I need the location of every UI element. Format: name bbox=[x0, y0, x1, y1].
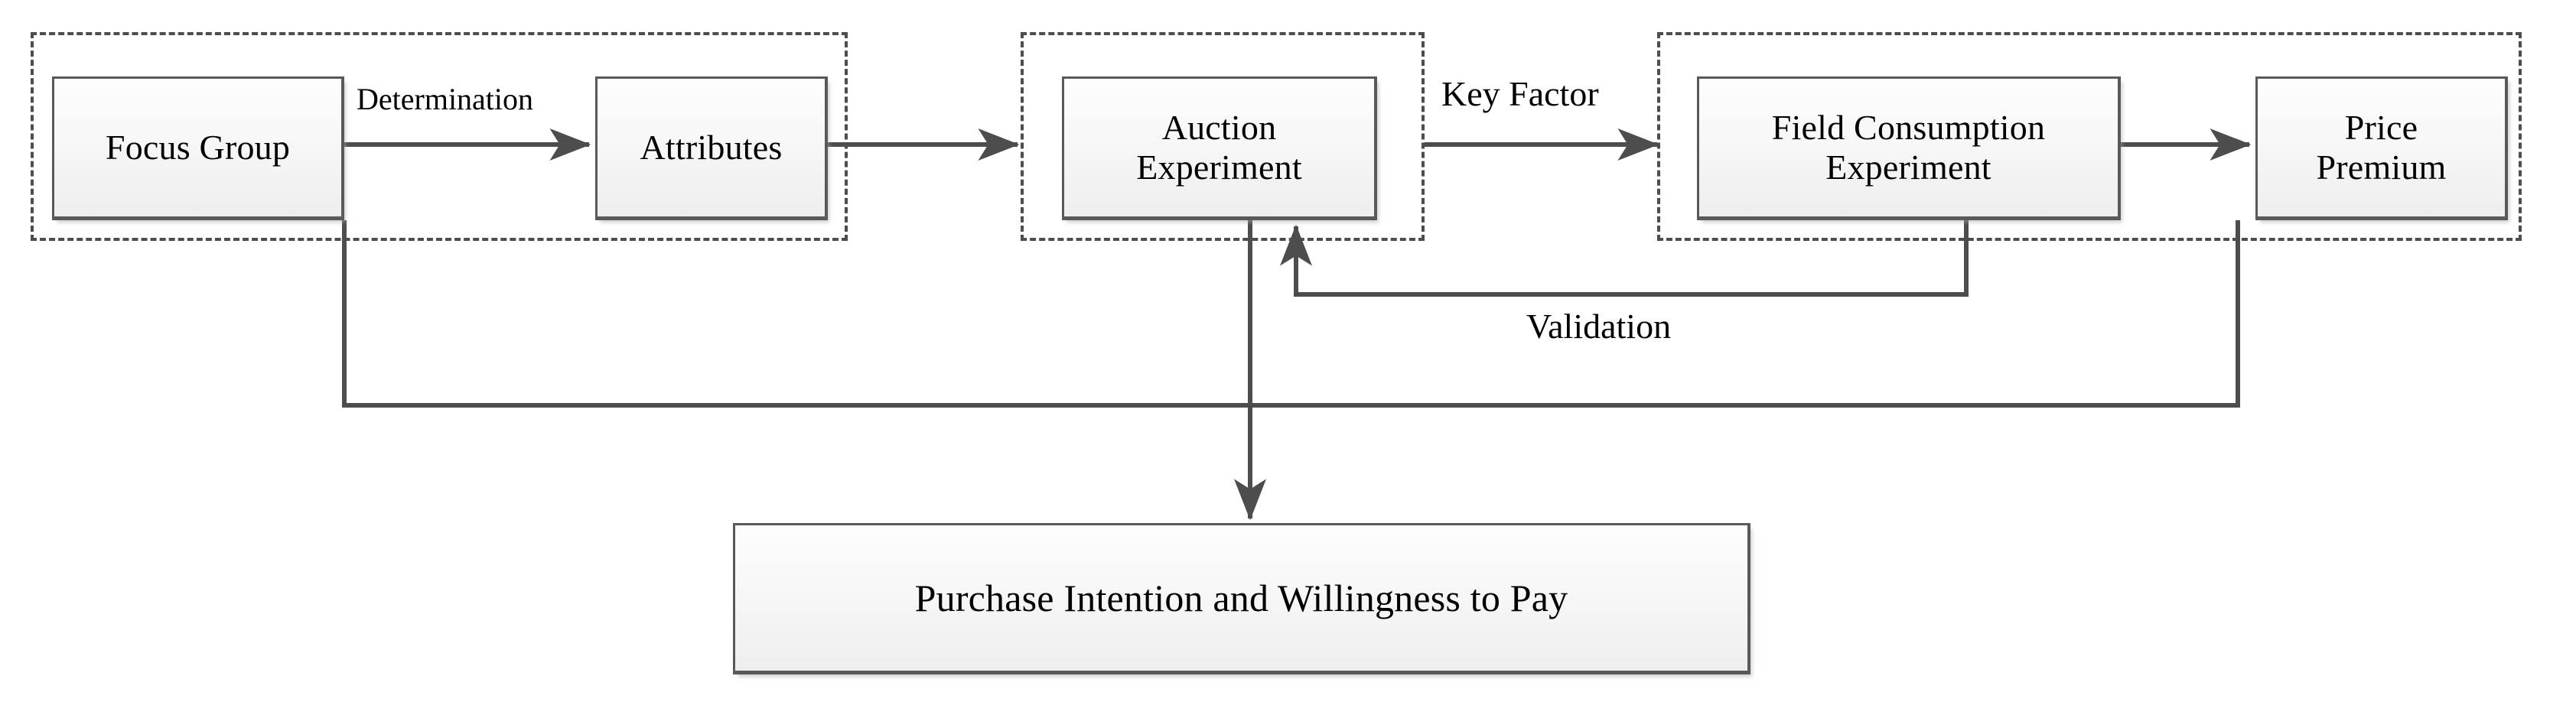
edge-label-determination: Determination bbox=[357, 84, 533, 115]
node-purchase-intention[interactable]: Purchase Intention and Willingness to Pa… bbox=[733, 523, 1750, 674]
node-attributes[interactable]: Attributes bbox=[595, 76, 828, 220]
node-auction-experiment-label: Auction Experiment bbox=[1136, 108, 1302, 187]
node-focus-group-label: Focus Group bbox=[105, 128, 291, 167]
node-price-premium[interactable]: Price Premium bbox=[2255, 76, 2508, 220]
node-purchase-intention-label: Purchase Intention and Willingness to Pa… bbox=[914, 577, 1568, 619]
node-focus-group[interactable]: Focus Group bbox=[52, 76, 344, 220]
edge-label-validation-text: Validation bbox=[1526, 307, 1672, 346]
edge-price-premium-rail bbox=[1250, 220, 2240, 408]
group-frame-field bbox=[1657, 32, 2522, 241]
node-field-consumption-experiment-label: Field Consumption Experiment bbox=[1771, 108, 2046, 187]
node-auction-experiment[interactable]: Auction Experiment bbox=[1062, 76, 1377, 220]
node-price-premium-label: Price Premium bbox=[2316, 108, 2447, 187]
edge-label-key-factor-text: Key Factor bbox=[1441, 74, 1599, 113]
edge-label-key-factor: Key Factor bbox=[1441, 76, 1599, 112]
group-frame-discovery bbox=[31, 32, 848, 241]
edge-validation-feedback bbox=[1280, 220, 1969, 297]
node-field-consumption-experiment[interactable]: Field Consumption Experiment bbox=[1697, 76, 2121, 220]
edge-label-determination-text: Determination bbox=[357, 82, 534, 116]
group-frame-auction bbox=[1021, 32, 1425, 241]
edge-focus-group-rail bbox=[342, 220, 1250, 408]
edge-label-validation: Validation bbox=[1526, 309, 1671, 344]
node-attributes-label: Attributes bbox=[640, 128, 783, 167]
